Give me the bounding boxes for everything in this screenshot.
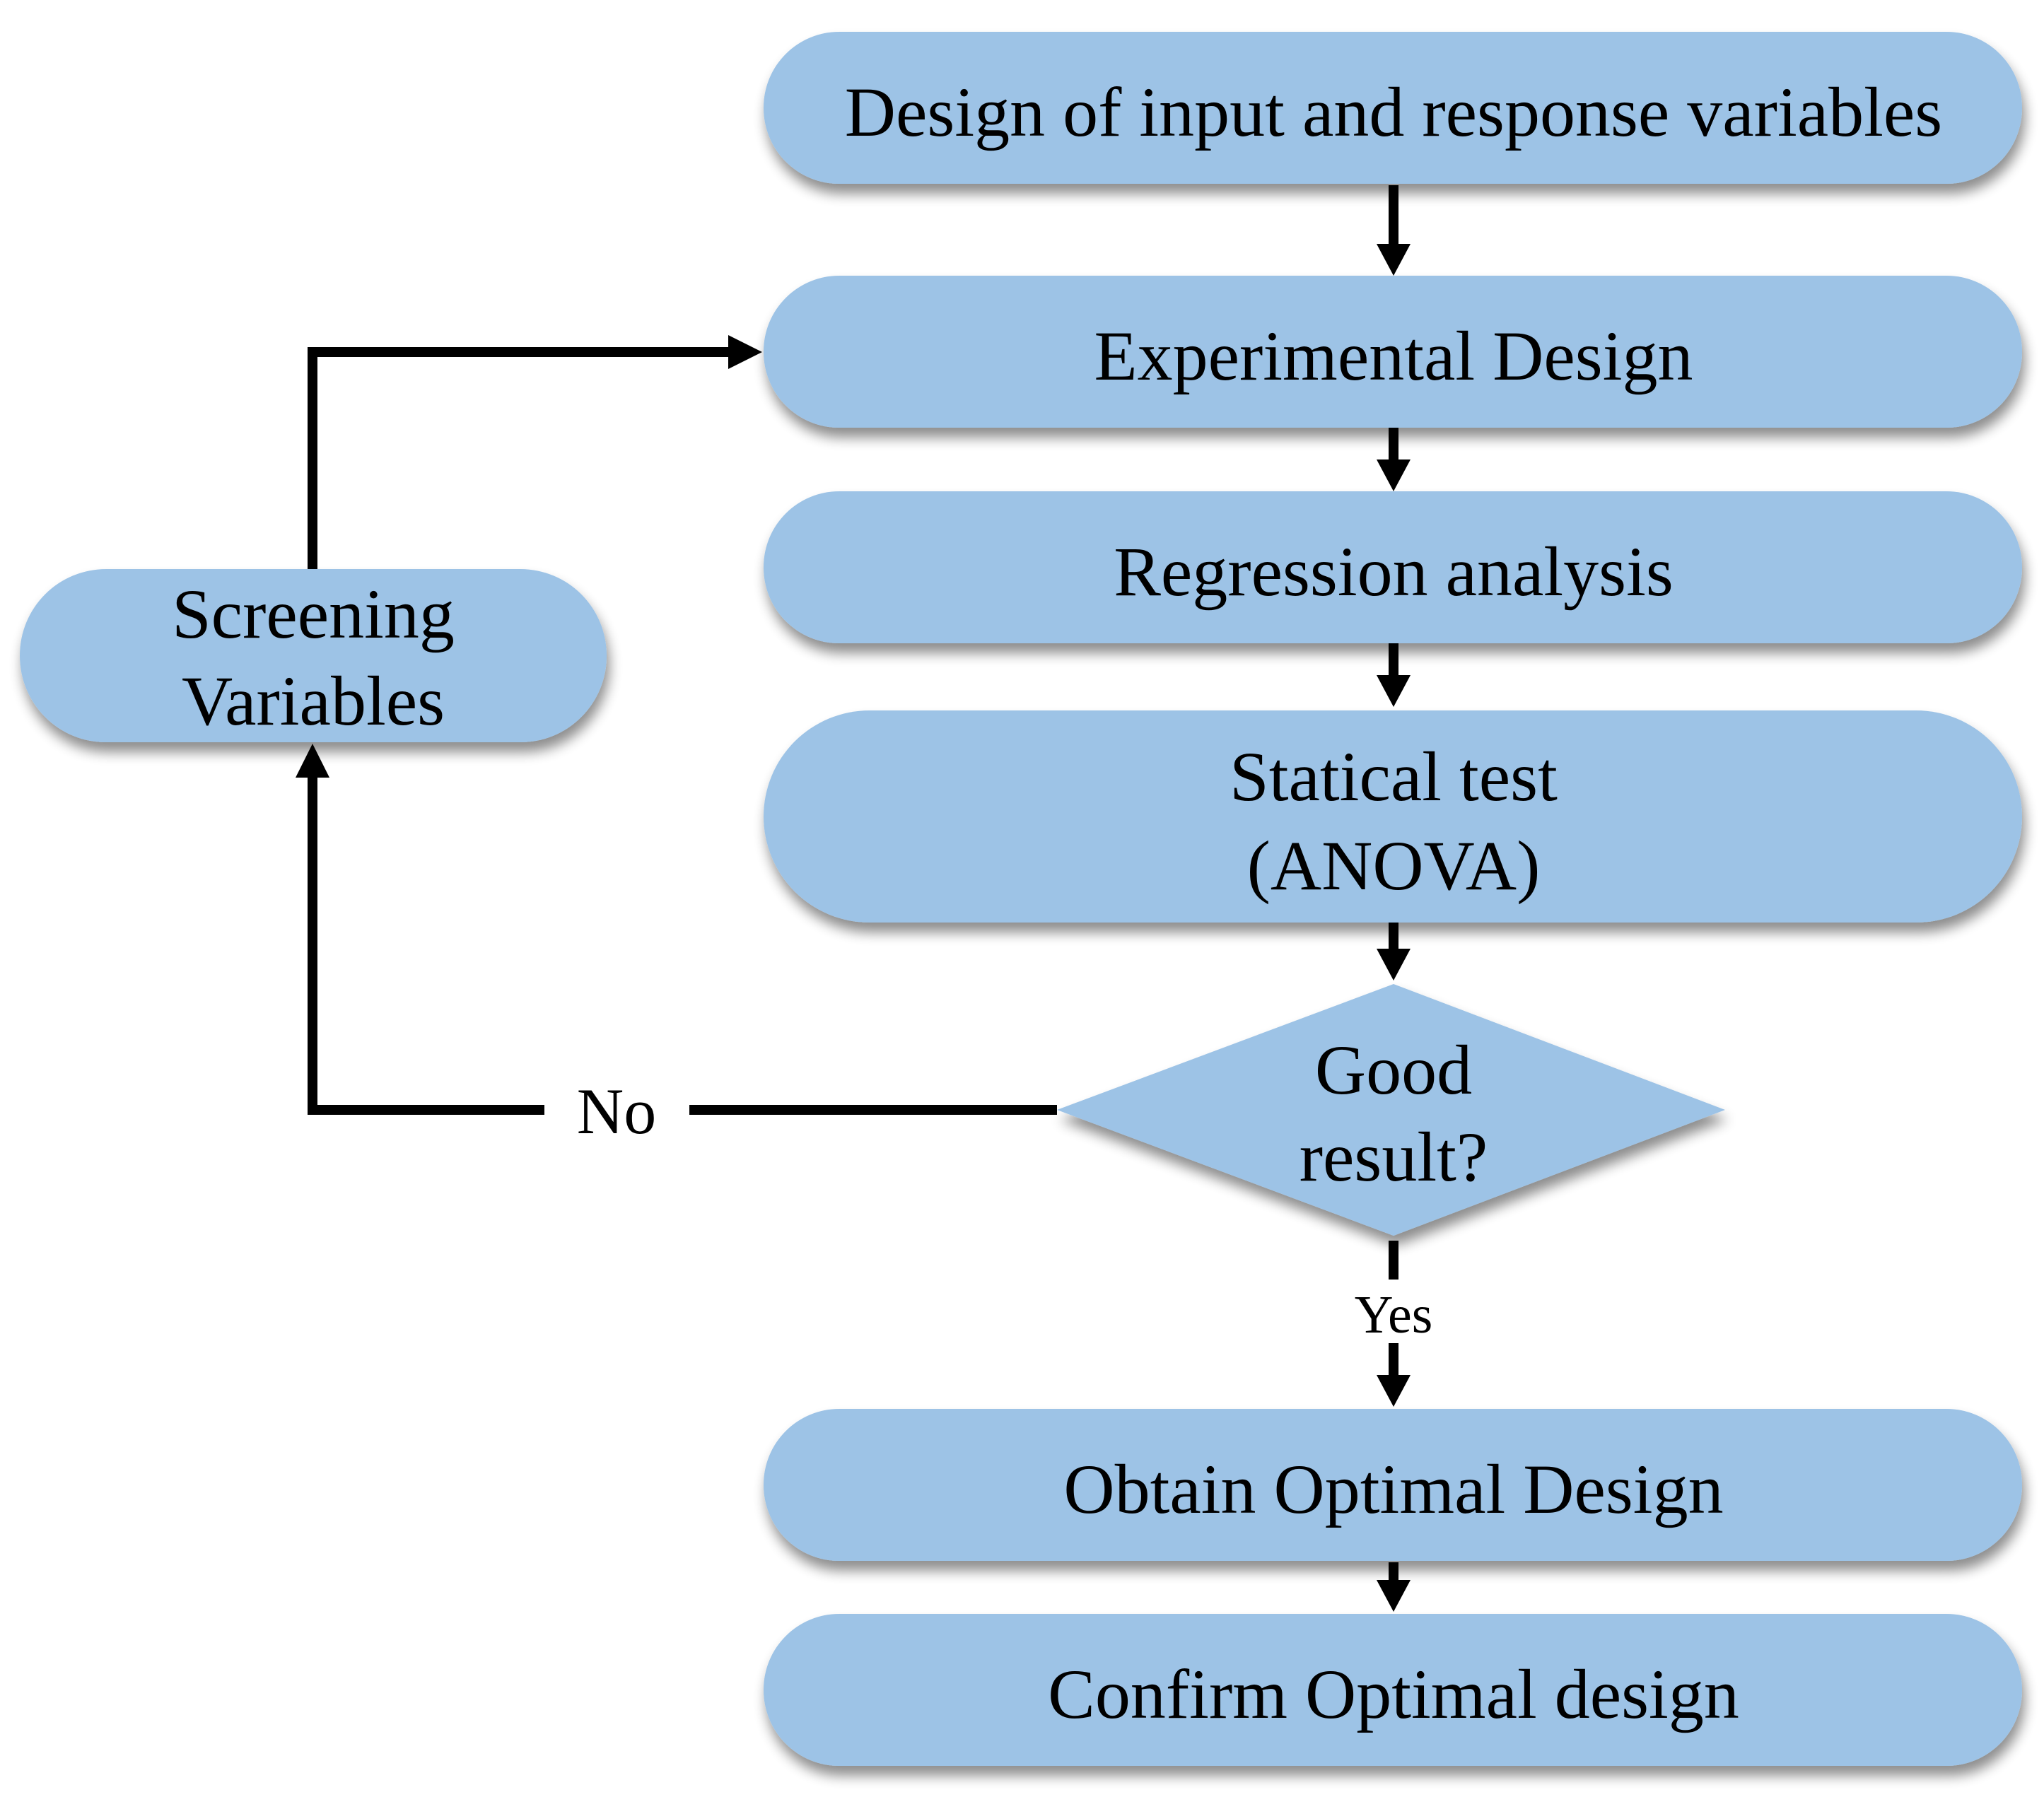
arrowhead-down-icon [1377, 675, 1411, 707]
label-screening-line1: Screening [172, 575, 455, 653]
node-design-vars [764, 32, 2022, 184]
arrowhead-right-icon [728, 335, 762, 369]
screening-to-experimental-line [308, 347, 735, 569]
node-experimental-design [764, 276, 2022, 428]
edge-label-yes: Yes [1355, 1285, 1433, 1345]
connectors [308, 185, 1398, 1587]
node-statical-test [764, 710, 2022, 923]
label-obtain-optimal: Obtain Optimal Design [1063, 1450, 1723, 1528]
no-line-left [308, 778, 544, 1115]
arrowhead-up-icon [296, 744, 329, 778]
label-decision-line1: Good [1315, 1031, 1472, 1109]
node-screening-variables [20, 569, 607, 742]
label-statical-test-line2: (ANOVA) [1247, 826, 1541, 905]
arrowhead-down-icon [1377, 949, 1411, 980]
label-screening-line2: Variables [182, 662, 445, 740]
labels: Design of input and response variables E… [172, 73, 1942, 1733]
edge-labels: No Yes [577, 1075, 1433, 1345]
label-experimental-design: Experimental Design [1094, 317, 1693, 395]
node-confirm-optimal [764, 1614, 2022, 1766]
label-confirm-optimal: Confirm Optimal design [1048, 1655, 1739, 1733]
arrowhead-down-icon [1377, 244, 1411, 276]
nodes [20, 32, 2022, 1766]
label-decision-line2: result? [1300, 1118, 1488, 1196]
node-decision-diamond [1057, 984, 1725, 1236]
node-regression-analysis [764, 491, 2022, 643]
label-statical-test-line1: Statical test [1230, 737, 1558, 816]
label-regression-analysis: Regression analysis [1114, 532, 1674, 611]
arrowhead-down-icon [1377, 1580, 1411, 1612]
edge-label-no: No [577, 1075, 656, 1147]
arrowheads [296, 244, 1411, 1612]
node-obtain-optimal [764, 1409, 2022, 1561]
arrowhead-down-icon [1377, 459, 1411, 491]
arrowhead-down-icon [1377, 1375, 1411, 1407]
label-design-vars: Design of input and response variables [845, 73, 1942, 151]
